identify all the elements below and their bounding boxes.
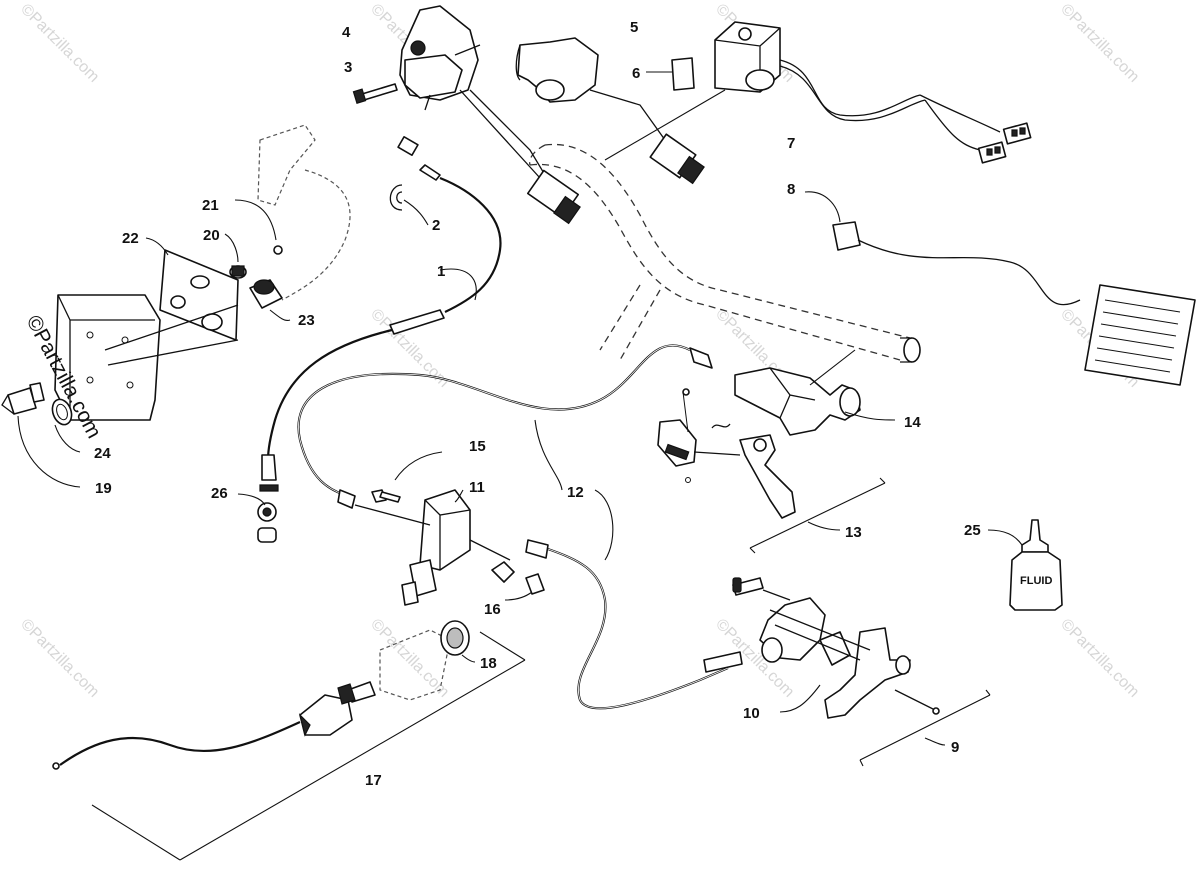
handlebar-end xyxy=(903,337,921,363)
callout-18: 18 xyxy=(480,655,497,672)
callout-16: 16 xyxy=(484,601,501,618)
handlebar-outline xyxy=(529,143,921,363)
callout-21: 21 xyxy=(202,197,219,214)
throttle-cable-upper xyxy=(259,136,502,492)
fluid-label: FLUID xyxy=(1020,575,1052,587)
callout-24: 24 xyxy=(94,445,111,462)
watermark: ©Partzilla.com xyxy=(17,1,102,86)
brake-caliper xyxy=(732,577,991,767)
watermark: ©Partzilla.com xyxy=(1057,616,1142,701)
screw xyxy=(352,83,398,104)
watermark-grid: ©Partzilla.com ©Partzilla.com ©Partzilla… xyxy=(17,1,1142,701)
carb-assembly xyxy=(54,124,351,421)
plate xyxy=(646,57,695,91)
callout-9: 9 xyxy=(951,739,959,756)
callout-1: 1 xyxy=(437,263,445,280)
callout-19: 19 xyxy=(95,480,112,497)
throttle-housing xyxy=(515,37,705,185)
callout-7: 7 xyxy=(787,135,795,152)
throttle-cable-lower xyxy=(52,620,526,861)
callout-2: 2 xyxy=(432,217,440,234)
callout-25: 25 xyxy=(964,522,981,539)
nut-washer xyxy=(237,493,277,543)
connector-a xyxy=(526,169,581,225)
callout-3: 3 xyxy=(344,59,352,76)
callout-12: 12 xyxy=(567,484,584,501)
callout-6: 6 xyxy=(632,65,640,82)
heater-switch xyxy=(604,21,1032,164)
callout-14: 14 xyxy=(904,414,921,431)
callout-labels: 1 2 3 4 5 6 7 8 9 10 11 12 13 14 15 16 1… xyxy=(94,19,981,789)
brake-lever xyxy=(657,349,896,554)
callout-22: 22 xyxy=(122,230,139,247)
brake-cable xyxy=(297,344,743,710)
heater-element xyxy=(804,191,1196,386)
callout-17: 17 xyxy=(365,772,382,789)
clip xyxy=(389,184,429,226)
callout-20: 20 xyxy=(203,227,220,244)
callout-23: 23 xyxy=(298,312,315,329)
callout-8: 8 xyxy=(787,181,795,198)
fluid-bottle: FLUID xyxy=(987,519,1063,611)
callout-15: 15 xyxy=(469,438,486,455)
watermark: ©Partzilla.com xyxy=(1057,1,1142,86)
callout-10: 10 xyxy=(743,705,760,722)
fitting-o-ring xyxy=(1,382,81,488)
callout-4: 4 xyxy=(342,24,351,41)
callout-5: 5 xyxy=(630,19,638,36)
watermark: ©Partzilla.com xyxy=(17,616,102,701)
switch-housing xyxy=(399,5,546,179)
brake-switch xyxy=(354,451,545,606)
callout-26: 26 xyxy=(211,485,228,502)
callout-13: 13 xyxy=(845,524,862,541)
callout-11: 11 xyxy=(469,479,485,496)
